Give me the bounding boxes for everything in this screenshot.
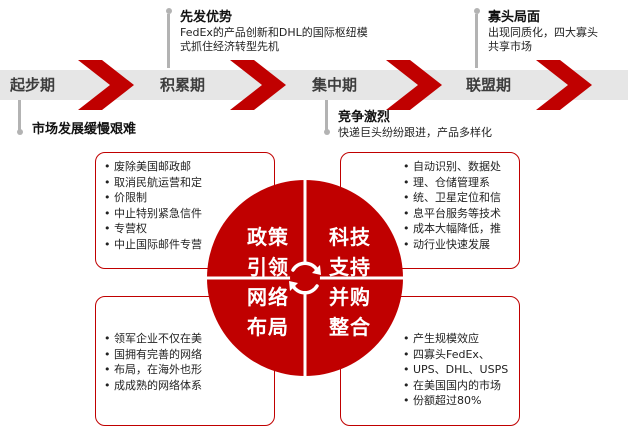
quadrant-circle xyxy=(207,180,403,376)
tech-bullet-continued: 动行业快速发展 xyxy=(403,237,501,253)
tech-bullet: 自动识别、数据处 xyxy=(403,159,501,175)
chevron-arrow-icon xyxy=(386,60,442,110)
stage-label-concentrate: 集中期 xyxy=(312,76,358,94)
network-bullet-continued: 布局，在海外也形 xyxy=(104,362,202,378)
merger-bullet: 四寡头FedEx、 xyxy=(403,347,508,363)
annotation-slow: 市场发展缓慢艰难 xyxy=(32,122,136,138)
annotation-bar xyxy=(167,14,170,68)
annotation-advantage-title: 先发优势 xyxy=(180,10,233,25)
network-bullet-list: 领军企业不仅在美 国拥有完善的网络 布局，在海外也形 成成熟的网络体系 xyxy=(104,331,202,393)
quadrant-policy xyxy=(207,180,305,278)
quadrant-policy-label: 政策 引领 xyxy=(247,225,289,279)
quadrant-network xyxy=(207,278,305,376)
policy-bullet: 取消民航运营和定 xyxy=(104,175,202,191)
tech-bullet-continued: 统、卫星定位和信 xyxy=(403,190,501,206)
annotation-competition-line: 快递巨头纷纷跟进，产品多样化 xyxy=(338,126,492,139)
policy-bullet: 中止特别紧急信件 xyxy=(104,206,202,222)
annotation-peak: 寡头局面 出现同质化，四大寡头 共享市场 xyxy=(488,10,598,54)
merger-bullet-continued: 在美国国内的市场 xyxy=(403,378,508,394)
policy-bullet: 中止国际邮件专营 xyxy=(104,237,202,253)
annotation-dot-icon xyxy=(166,8,172,14)
network-bullet-continued: 成成熟的网络体系 xyxy=(104,378,202,394)
stage-label-alliance: 联盟期 xyxy=(466,76,512,94)
annotation-slow-title: 市场发展缓慢艰难 xyxy=(32,122,137,137)
annotation-bar xyxy=(325,100,328,130)
tech-bullet-continued: 息平台服务等技术 xyxy=(403,206,501,222)
network-bullet: 领军企业不仅在美 xyxy=(104,331,202,347)
tech-bullet-list: 自动识别、数据处 理、仓储管理系 统、卫星定位和信 息平台服务等技术 成本大幅降… xyxy=(403,159,501,252)
annotation-bar xyxy=(475,14,478,68)
tech-bullet-continued: 理、仓储管理系 xyxy=(403,175,501,191)
annotation-dot-icon xyxy=(17,129,23,135)
merger-bullet: 产生规模效应 xyxy=(403,331,508,347)
quadrant-tech xyxy=(305,180,403,278)
merger-bullet-list: 产生规模效应 四寡头FedEx、 UPS、DHL、USPS 在美国国内的市场 份… xyxy=(403,331,508,409)
stage-band xyxy=(0,60,628,110)
stage-label-accumulate: 积累期 xyxy=(160,76,206,94)
cycle-arrows-icon xyxy=(289,261,321,295)
annotation-peak-line: 共享市场 xyxy=(488,40,532,53)
annotation-advantage-line: 式抓住经济转型先机 xyxy=(180,40,279,53)
annotation-bar xyxy=(18,100,21,130)
chevron-arrow-icon xyxy=(536,60,592,110)
policy-bullet: 废除美国邮政邮 xyxy=(104,159,202,175)
annotation-competition: 竞争激烈 快递巨头纷纷跟进，产品多样化 xyxy=(338,110,492,140)
quadrant-network-label: 网络 布局 xyxy=(247,285,289,339)
tech-bullet: 成本大幅降低，推 xyxy=(403,221,501,237)
merger-bullet-continued: 份额超过80% xyxy=(403,393,508,409)
stage-label-start: 起步期 xyxy=(10,76,56,94)
chevron-arrow-icon xyxy=(230,60,286,110)
policy-bullet-continued: 专营权 xyxy=(104,221,202,237)
annotation-dot-icon xyxy=(474,8,480,14)
annotation-advantage-line: FedEx的产品创新和DHL的国际枢纽模 xyxy=(180,26,368,39)
annotation-advantage: 先发优势 FedEx的产品创新和DHL的国际枢纽模 式抓住经济转型先机 xyxy=(180,10,368,54)
annotation-dot-icon xyxy=(324,129,330,135)
annotation-competition-title: 竞争激烈 xyxy=(338,110,391,125)
network-bullet-continued: 国拥有完善的网络 xyxy=(104,347,202,363)
stage-chevrons xyxy=(78,60,592,110)
annotation-peak-title: 寡头局面 xyxy=(488,10,541,25)
policy-bullet-continued: 价限制 xyxy=(104,190,202,206)
quadrant-merger xyxy=(305,278,403,376)
policy-bullet-list: 废除美国邮政邮 取消民航运营和定 价限制 中止特别紧急信件 专营权 中止国际邮件… xyxy=(104,159,202,252)
quadrant-merger-label: 并购 整合 xyxy=(329,285,371,339)
annotation-peak-line: 出现同质化，四大寡头 xyxy=(488,26,598,39)
chevron-arrow-icon xyxy=(78,60,134,110)
merger-bullet-continued: UPS、DHL、USPS xyxy=(403,362,508,378)
quadrant-tech-label: 科技 支持 xyxy=(329,225,371,279)
